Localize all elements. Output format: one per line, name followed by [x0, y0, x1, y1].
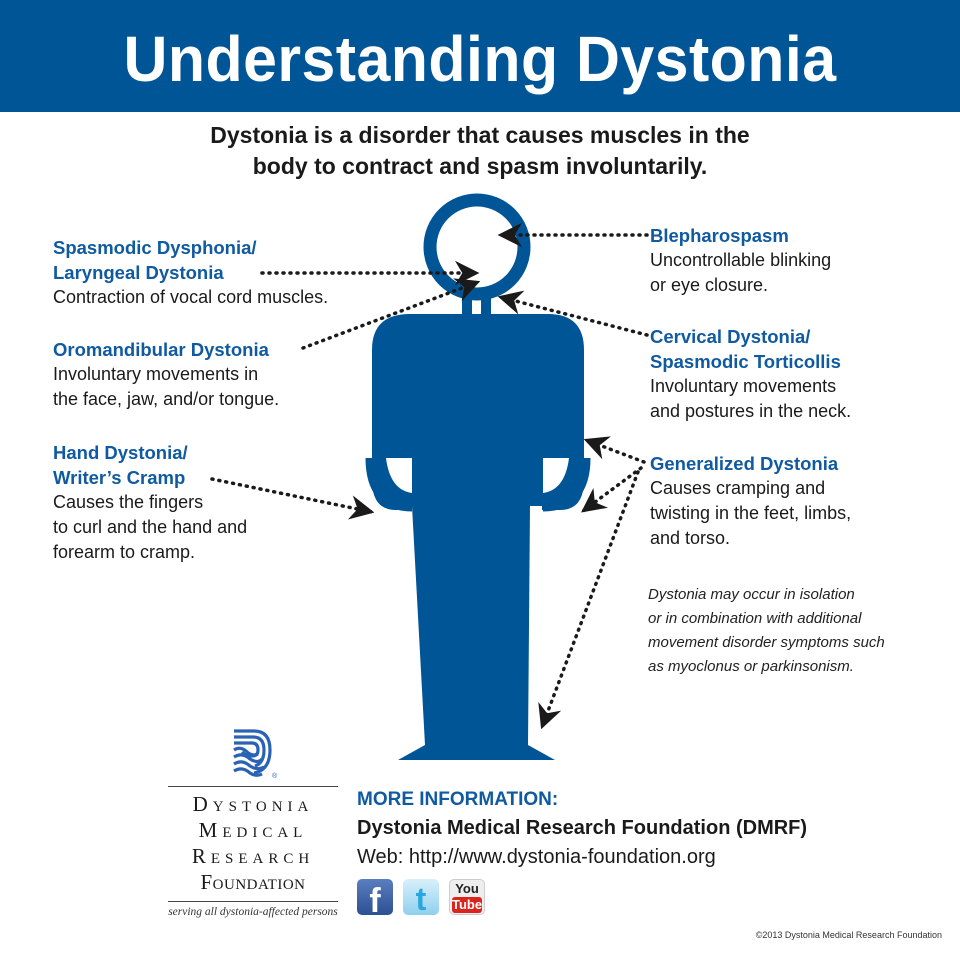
callout-oromandibular-dystonia: Oromandibular Dystonia Involuntary movem…	[53, 337, 279, 412]
facebook-glyph: f	[369, 882, 381, 915]
youtube-you-label: You	[455, 881, 479, 896]
facebook-icon[interactable]: f	[357, 879, 393, 915]
callout-description: Uncontrollable blinking	[650, 250, 832, 270]
callout-description: to curl and the hand and	[53, 517, 248, 537]
figure-silhouette	[365, 193, 591, 760]
callout-description: forearm to cramp.	[53, 542, 196, 562]
callout-title: Oromandibular Dystonia	[53, 339, 269, 360]
callout-description: Causes the fingers	[53, 492, 204, 512]
logo-line-1: Dystonia	[192, 792, 314, 816]
twitter-glyph: t	[415, 881, 427, 915]
callout-title: Hand Dystonia/	[53, 442, 188, 463]
callout-blepharospasm: Blepharospasm Uncontrollable blinking or…	[650, 223, 831, 298]
logo-divider	[168, 786, 338, 787]
callout-title: Generalized Dystonia	[650, 453, 839, 474]
dmrf-logo: ® Dystonia Medical Research Foundation s…	[168, 726, 338, 918]
callout-description: Involuntary movements	[650, 376, 837, 396]
page-title: Understanding Dystonia	[123, 23, 837, 95]
logo-tagline: serving all dystonia-affected persons	[168, 906, 338, 918]
callout-title: Writer’s Cramp	[53, 467, 186, 488]
callout-description: and postures in the neck.	[650, 401, 852, 421]
social-links: f t You Tube	[357, 879, 807, 915]
callout-description: Contraction of vocal cord muscles.	[53, 287, 329, 307]
callout-description: Involuntary movements in	[53, 364, 259, 384]
svg-text:®: ®	[272, 772, 278, 780]
callout-spasmodic-dysphonia: Spasmodic Dysphonia/ Laryngeal Dystonia …	[53, 235, 328, 310]
header-banner: Understanding Dystonia	[0, 0, 960, 112]
note-line: or in combination with additional	[648, 610, 862, 627]
callout-title: Spasmodic Torticollis	[650, 351, 841, 372]
organization-name: Dystonia Medical Research Foundation (DM…	[357, 817, 808, 839]
callout-description: the face, jaw, and/or tongue.	[53, 389, 280, 409]
callout-title: Cervical Dystonia/	[650, 326, 811, 347]
callout-title: Spasmodic Dysphonia/	[53, 237, 257, 258]
twitter-icon[interactable]: t	[403, 879, 439, 915]
youtube-tube-label: Tube	[452, 897, 483, 913]
callout-title: Laryngeal Dystonia	[53, 262, 224, 283]
note-line: as myoclonus or parkinsonism.	[648, 658, 854, 675]
website-link[interactable]: Web: http://www.dystonia-foundation.org	[357, 846, 716, 868]
torso-icon	[372, 314, 584, 760]
intro-line-2: body to contract and spasm involuntarily…	[252, 153, 708, 179]
logo-line-4: Foundation	[200, 870, 306, 894]
callout-description: Causes cramping and	[650, 478, 826, 498]
logo-divider	[168, 901, 338, 902]
note-line: Dystonia may occur in isolation	[648, 586, 855, 603]
copyright-notice: ©2013 Dystonia Medical Research Foundati…	[755, 930, 942, 940]
more-info-heading: MORE INFORMATION:	[357, 789, 559, 810]
logo-line-3: Research	[191, 844, 315, 868]
callout-description: and torso.	[650, 528, 731, 548]
note-line: movement disorder symptoms such	[648, 634, 885, 651]
intro-text: Dystonia is a disorder that causes muscl…	[0, 120, 960, 182]
head-icon	[423, 193, 531, 301]
intro-line-1: Dystonia is a disorder that causes muscl…	[210, 122, 750, 148]
youtube-icon[interactable]: You Tube	[449, 879, 485, 915]
more-information: MORE INFORMATION: Dystonia Medical Resea…	[357, 787, 807, 915]
callout-hand-dystonia: Hand Dystonia/ Writer’s Cramp Causes the…	[53, 440, 247, 565]
callout-generalized-dystonia: Generalized Dystonia Causes cramping and…	[650, 451, 851, 551]
callout-cervical-dystonia: Cervical Dystonia/ Spasmodic Torticollis…	[650, 324, 851, 424]
callout-description: or eye closure.	[650, 275, 769, 295]
callout-description: twisting in the feet, limbs,	[650, 503, 852, 523]
dmrf-wave-logo-icon: ®	[233, 729, 278, 780]
callout-title: Blepharospasm	[650, 225, 789, 246]
pointer-lines	[210, 222, 649, 730]
isolation-note: Dystonia may occur in isolation or in co…	[648, 583, 948, 679]
logo-line-2: Medical	[198, 818, 308, 842]
